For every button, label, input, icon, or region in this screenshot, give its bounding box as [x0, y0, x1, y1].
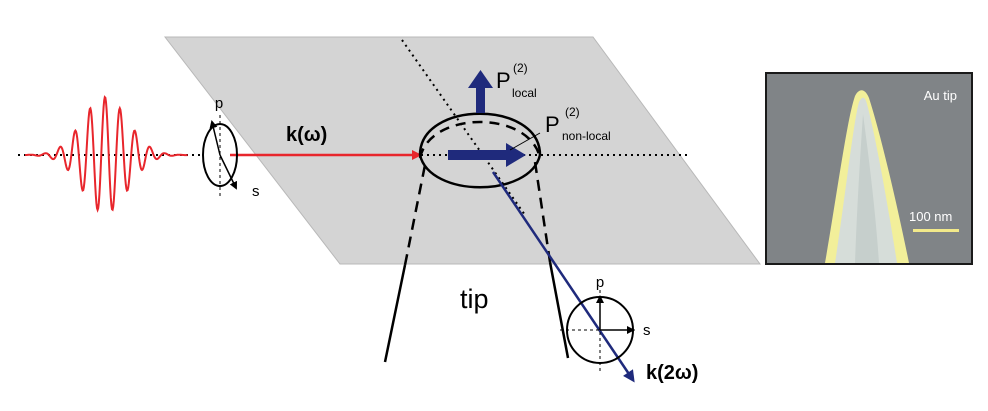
outgoing-polarization-indicator: [560, 290, 636, 372]
sem-image-inset: Au tip 100 nm: [765, 72, 973, 265]
p-local-main: P: [496, 68, 511, 93]
tip-left-wall: [383, 264, 407, 363]
scale-bar: [913, 229, 959, 232]
outgoing-pol-s-label: s: [643, 322, 651, 339]
outgoing-pol-p-label: p: [596, 274, 604, 291]
tip-right-wall: [548, 261, 570, 359]
incident-pol-s-label: s: [252, 183, 260, 200]
p-nonlocal-sup: (2): [565, 105, 580, 119]
p-local-arrow: [468, 70, 493, 113]
p-local-sup: (2): [513, 61, 528, 75]
outgoing-beam-arrow: [491, 171, 635, 383]
incident-polarization-indicator: [202, 115, 238, 198]
p-local-sub: local: [512, 86, 537, 100]
incident-wave-packet: [24, 95, 188, 213]
tip-apex-dashed-rim: [418, 120, 542, 159]
sem-tip-image: [767, 74, 971, 263]
tip-apex-dome: [418, 112, 542, 156]
p-nonlocal-label: P (2) non-local: [509, 105, 611, 151]
p-nonlocal-main: P: [545, 112, 560, 137]
tip-label: tip: [460, 284, 489, 314]
p-local-label: P (2) local: [496, 61, 537, 100]
incident-wavevector-label: k(ω): [286, 124, 327, 146]
p-nonlocal-sub: non-local: [562, 129, 611, 143]
scale-bar-label: 100 nm: [909, 209, 953, 224]
inset-title: Au tip: [923, 88, 957, 103]
tip-apex-base-rim: [418, 154, 542, 189]
incident-pol-p-label: p: [215, 95, 223, 112]
outgoing-wavevector-label: k(2ω): [646, 362, 698, 384]
